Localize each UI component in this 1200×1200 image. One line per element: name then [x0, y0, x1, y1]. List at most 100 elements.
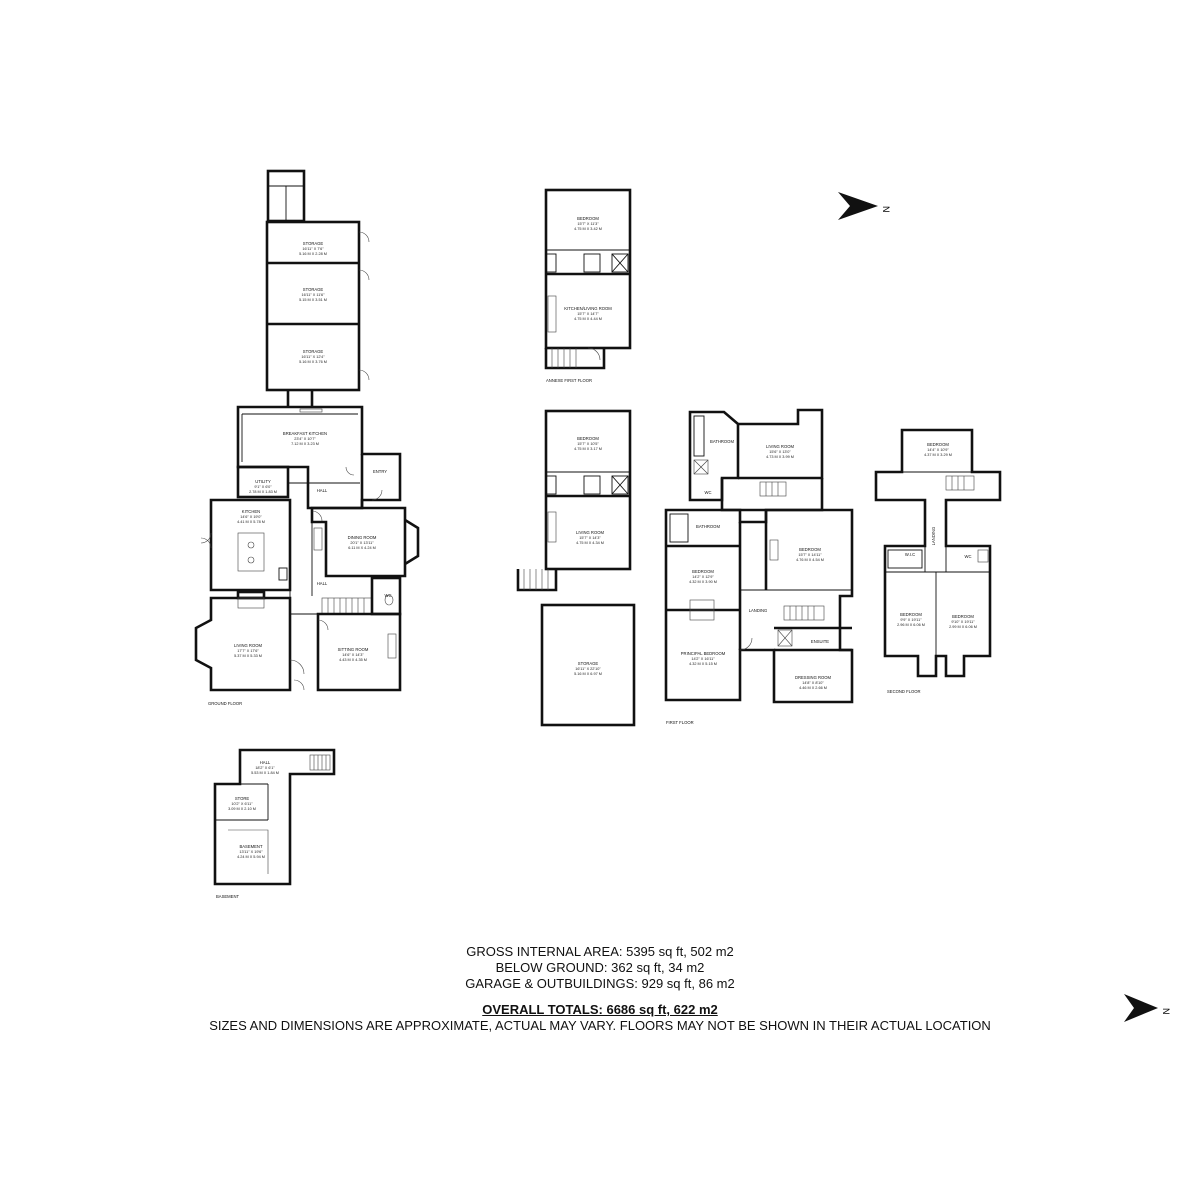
room-dims: 2.78 M X 1.83 M — [249, 490, 277, 494]
room-name: WC — [385, 593, 392, 598]
room-name: LANDING — [749, 608, 768, 613]
room-name: KITCHEN — [242, 509, 260, 514]
room-name: HALL — [317, 581, 328, 586]
room-dims: 2.99 M X 6.06 M — [949, 625, 977, 629]
room-dims: 5.15 M X 3.51 M — [299, 298, 327, 302]
room-dims: 15'7" X 14'11" — [798, 553, 822, 557]
room-name: LIVING ROOM — [576, 530, 604, 535]
room-name: STORAGE — [303, 349, 324, 354]
room-dims: 5.16 M X 2.28 M — [299, 252, 327, 256]
garage-outbuildings-area: GARAGE & OUTBUILDINGS: 929 sq ft, 86 m2 — [465, 976, 735, 991]
room-dims: 14'6" X 14'3" — [342, 653, 364, 657]
floor-label-second: SECOND FLOOR — [887, 689, 921, 694]
room-name: STORE — [235, 796, 250, 801]
room-name: PRINCIPAL BEDROOM — [681, 651, 726, 656]
room-dims: 4.37 M X 3.29 M — [924, 453, 952, 457]
room-dims: 9'9" X 19'11" — [900, 618, 922, 622]
svg-text:N: N — [881, 206, 891, 213]
room-dims: 5.37 M X 5.33 M — [234, 654, 262, 658]
basement-plan — [213, 748, 336, 886]
room-dims: 2.96 M X 6.06 M — [897, 623, 925, 627]
room-dims: 15'7" X 11'3" — [577, 222, 599, 226]
room-name: WC — [965, 554, 972, 559]
room-name: STORAGE — [303, 241, 324, 246]
room-name: W.I.C — [905, 552, 915, 557]
floor-label-first: FIRST FLOOR — [666, 720, 694, 725]
room-dims: 4.76 M X 4.54 M — [796, 558, 824, 562]
room-dims: 14'2" X 16'11" — [691, 657, 715, 661]
room-dims: 23'4" X 10'7" — [294, 437, 316, 441]
room-name: LANDING — [931, 527, 936, 546]
room-dims: 16'11" X 12'4" — [301, 355, 325, 359]
room-dims: 14'8" X 8'10" — [802, 681, 824, 685]
room-dims: 4.46 M X 2.66 M — [799, 686, 827, 690]
annexe-ground-plan — [516, 409, 632, 592]
annexe-first-floor-plan — [544, 188, 632, 370]
disclaimer: SIZES AND DIMENSIONS ARE APPROXIMATE, AC… — [209, 1018, 991, 1033]
room-name: WC — [705, 490, 712, 495]
room-dims: 4.75 M X 3.17 M — [574, 447, 602, 451]
first-floor-plan — [664, 408, 854, 704]
room-dims: 14'6" X 19'0" — [240, 515, 262, 519]
area-totals: GROSS INTERNAL AREA: 5395 sq ft, 502 m2 … — [0, 944, 1200, 1034]
room-dims: 4.75 M X 4.34 M — [576, 541, 604, 545]
north-arrow-icon: N — [838, 192, 891, 220]
room-dims: 5.16 M X 6.97 M — [574, 672, 602, 676]
room-dims: 10'2" X 6'11" — [231, 802, 253, 806]
room-dims: 20'1" X 13'11" — [350, 541, 374, 545]
room-name: HALL — [317, 488, 328, 493]
room-dims: 4.43 M X 4.35 M — [339, 658, 367, 662]
room-dims: 14'4" X 10'9" — [927, 448, 949, 452]
room-name: BEDROOM — [927, 442, 949, 447]
room-dims: 3.09 M X 2.10 M — [228, 807, 256, 811]
room-name: BATHROOM — [696, 524, 720, 529]
room-dims: 15'6" X 13'0" — [769, 450, 791, 454]
room-dims: 6.11 M X 4.24 M — [348, 546, 376, 550]
floor-label-annexe-first: ANNEXE FIRST FLOOR — [546, 378, 592, 383]
room-dims: 7.12 M X 3.23 M — [291, 442, 319, 446]
room-name: BEDROOM — [900, 612, 922, 617]
room-name: BEDROOM — [952, 614, 974, 619]
room-name: SITTING ROOM — [338, 647, 369, 652]
room-dims: 5.16 M X 3.76 M — [299, 360, 327, 364]
second-floor-plan — [874, 428, 1002, 678]
room-dims: 4.75 M X 3.42 M — [574, 227, 602, 231]
outbuilding-storage — [265, 169, 370, 407]
floor-label-ground: GROUND FLOOR — [208, 701, 242, 706]
room-dims: 9'1" X 6'0" — [254, 485, 272, 489]
overall-totals: OVERALL TOTALS: 6686 sq ft, 622 m2 — [482, 1002, 718, 1017]
room-name: LIVING ROOM — [766, 444, 794, 449]
room-dims: 9'10" X 19'11" — [951, 620, 975, 624]
ground-floor-plan — [194, 405, 420, 692]
room-dims: 4.75 M X 4.44 M — [574, 317, 602, 321]
room-name: DINING ROOM — [348, 535, 377, 540]
room-dims: 15'7" X 14'3" — [579, 536, 601, 540]
room-name: KITCHEN/LIVING ROOM — [564, 306, 612, 311]
below-ground-area: BELOW GROUND: 362 sq ft, 34 m2 — [495, 960, 705, 975]
room-name: ENTRY — [373, 469, 387, 474]
room-name: ENSUITE — [811, 639, 829, 644]
room-name: BREAKFAST KITCHEN — [283, 431, 327, 436]
room-name: STORAGE — [578, 661, 599, 666]
room-dims: 16'11" X 11'6" — [301, 293, 325, 297]
room-dims: 16'11" X 22'10" — [575, 667, 601, 671]
room-dims: 14'2" X 12'9" — [692, 575, 714, 579]
gross-internal-area: GROSS INTERNAL AREA: 5395 sq ft, 502 m2 — [466, 944, 734, 959]
room-dims: 18'2" X 6'1" — [255, 766, 275, 770]
room-dims: 16'11" X 7'6" — [302, 247, 324, 251]
svg-text:N: N — [1161, 1008, 1171, 1015]
room-name: BEDROOM — [577, 436, 599, 441]
room-dims: 4.41 M X 5.78 M — [237, 520, 265, 524]
floor-label-basement: BASEMENT — [216, 894, 239, 899]
room-dims: 4.32 M X 3.90 M — [689, 580, 717, 584]
room-dims: 4.24 M X 5.94 M — [237, 855, 265, 859]
garage-storage-plan — [540, 603, 636, 727]
room-dims: 17'7" X 17'6" — [237, 649, 259, 653]
room-dims: 4.32 M X 5.15 M — [689, 662, 717, 666]
room-name: UTILITY — [255, 479, 271, 484]
room-name: LIVING ROOM — [234, 643, 262, 648]
room-dims: 15'7" X 14'7" — [577, 312, 599, 316]
room-name: BEDROOM — [577, 216, 599, 221]
room-name: DRESSING ROOM — [795, 675, 832, 680]
